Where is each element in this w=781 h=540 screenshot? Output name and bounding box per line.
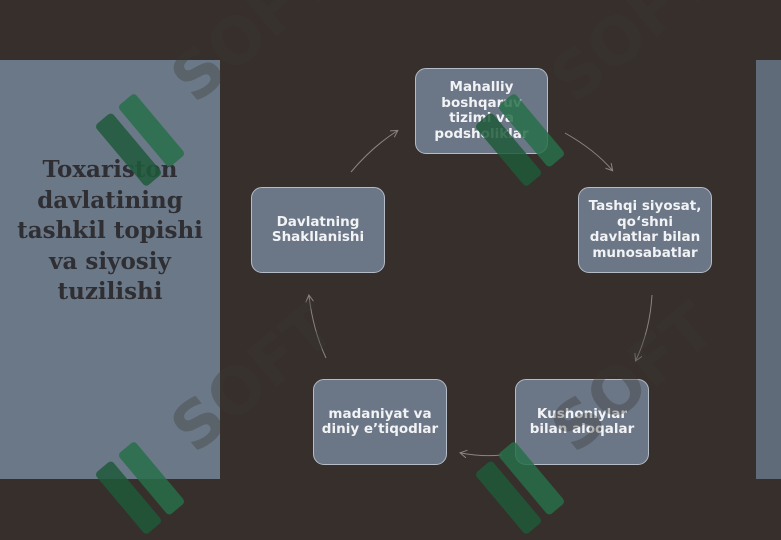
right-panel-strip <box>756 60 781 479</box>
node-kushan-relations: Kushoniylar bilan aloqalar <box>515 379 649 465</box>
node-foreign-policy-label: Tashqi siyosat, qo‘shni davlatlar bilan … <box>588 198 702 261</box>
slide-title: Toxariston davlatining tashkil topishi v… <box>17 156 203 305</box>
node-local-governance: Mahalliy boshqaruv tizimi va podsholikla… <box>415 68 548 154</box>
node-local-governance-label: Mahalliy boshqaruv tizimi va podsholikla… <box>434 79 529 142</box>
arrow-n1-to-n2 <box>564 132 612 170</box>
node-culture-religion-label: madaniyat va diniy e’tiqodlar <box>321 405 439 437</box>
node-foreign-policy: Tashqi siyosat, qo‘shni davlatlar bilan … <box>578 187 712 273</box>
arrow-n4-to-n5 <box>309 296 327 359</box>
node-state-formation-label: Davlatning Shakllanishi <box>271 213 365 245</box>
node-state-formation: Davlatning Shakllanishi <box>251 187 385 273</box>
node-kushan-relations-label: Kushoniylar bilan aloqalar <box>529 405 635 437</box>
arrow-n5-to-n1 <box>350 131 397 173</box>
arrow-n3-to-n4 <box>461 453 503 456</box>
node-culture-religion: madaniyat va diniy e’tiqodlar <box>313 379 447 465</box>
arrow-n2-to-n3 <box>636 294 653 360</box>
